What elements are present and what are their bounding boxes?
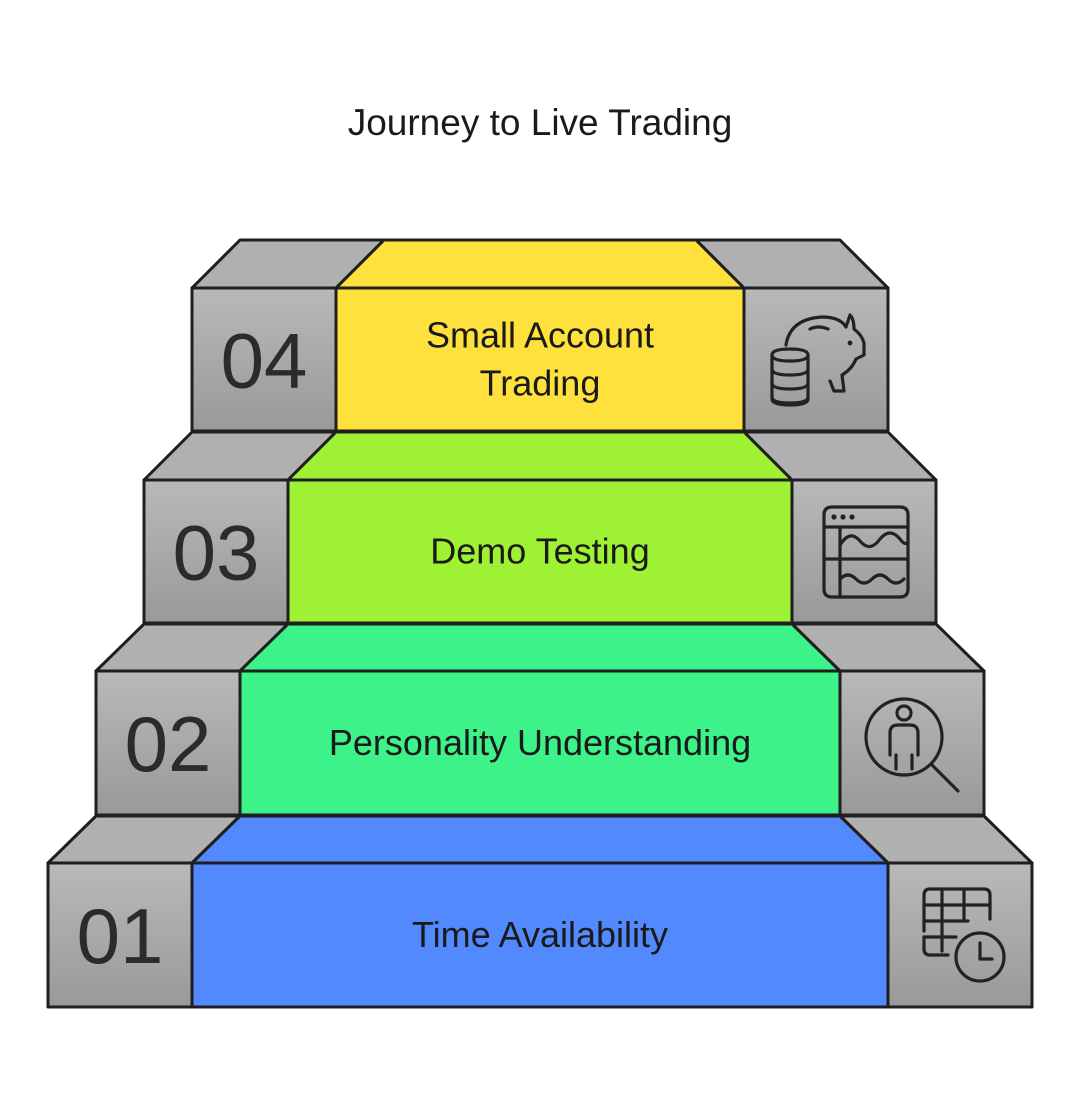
- step-4-label-line-1: Small Account: [426, 315, 654, 356]
- chart-window-icon: [822, 505, 910, 599]
- calendar-clock-icon: [922, 887, 1006, 983]
- step-2-icon-block: [838, 669, 986, 817]
- step-4-number-block: [190, 286, 338, 433]
- step-2: 02 Personality Understanding: [94, 622, 986, 817]
- step-4-label-line-2: Trading: [480, 363, 601, 404]
- step-3-label-block: [286, 478, 794, 625]
- piggy-bank-icon: [770, 313, 866, 407]
- step-1-number: 01: [77, 892, 164, 980]
- step-3-number-block: [142, 478, 290, 625]
- step-2-label: Personality Understanding: [329, 722, 751, 763]
- step-1: 01 Time Availability: [46, 814, 1034, 1009]
- step-3-label-line-1: Demo Testing: [430, 531, 649, 572]
- step-3: 03 Demo Testing: [142, 430, 938, 625]
- step-3-icon-block: [790, 478, 938, 625]
- step-3-center-bevel: [286, 430, 794, 482]
- step-4-number: 04: [221, 317, 308, 405]
- step-2-label-line-1: Personality Understanding: [329, 722, 751, 763]
- step-1-center-bevel: [190, 814, 890, 865]
- step-2-center-bevel: [238, 622, 842, 673]
- steps-layer: 01 Time Availability 02 Personality Underst…: [46, 238, 1034, 1009]
- icons-layer: [770, 313, 1006, 983]
- step-1-icon-block: [886, 861, 1034, 1009]
- step-2-label-block: [238, 669, 842, 817]
- step-4-label-block: [334, 286, 746, 433]
- step-3-number: 03: [173, 509, 260, 597]
- step-1-number-block: [46, 861, 194, 1009]
- diagram-title: Journey to Live Trading: [348, 102, 733, 143]
- step-4-icon-block: [742, 286, 890, 433]
- step-1-label: Time Availability: [412, 914, 668, 955]
- step-1-label-line-1: Time Availability: [412, 914, 668, 955]
- step-1-label-block: [190, 861, 890, 1009]
- person-search-icon: [864, 697, 960, 793]
- step-3-label: Demo Testing: [430, 531, 649, 572]
- step-2-number: 02: [125, 700, 212, 788]
- step-4-center-bevel: [334, 238, 746, 290]
